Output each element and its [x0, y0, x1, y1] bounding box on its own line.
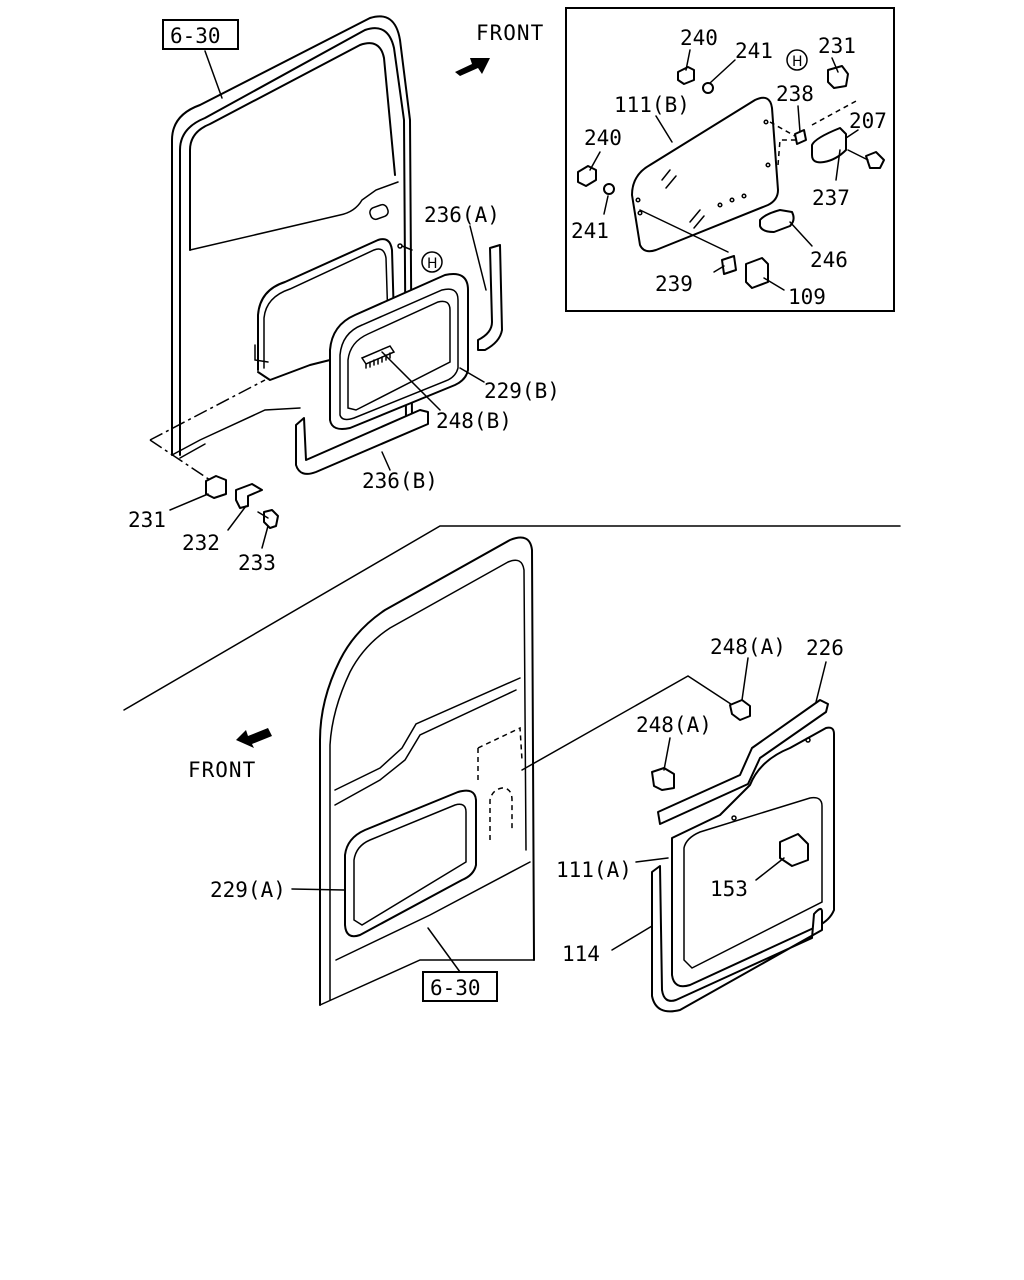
- callout-239: 239: [655, 272, 693, 296]
- window-frame-229b: [329, 273, 469, 430]
- callout-236a: 236(A): [424, 203, 500, 227]
- callout-237: 237: [812, 186, 850, 210]
- reference-box-bottom: 6-30: [422, 971, 498, 1002]
- front-indicator-top: FRONT: [455, 21, 544, 76]
- callout-111a: 111(A): [556, 858, 632, 882]
- rear-door-top: [149, 15, 413, 481]
- callout-240-top: 240: [680, 26, 718, 50]
- reference-label-top: 6-30: [170, 24, 221, 48]
- callout-236b: 236(B): [362, 469, 438, 493]
- reference-box-top: 6-30: [162, 19, 239, 99]
- rear-door-bottom: [123, 525, 901, 1006]
- callout-226: 226: [806, 636, 844, 660]
- callout-233: 233: [238, 551, 276, 575]
- callout-114: 114: [562, 942, 600, 966]
- callout-238: 238: [776, 82, 814, 106]
- callout-229a: 229(A): [210, 878, 286, 902]
- reference-label-bottom: 6-30: [430, 976, 481, 1000]
- front-label-bottom: FRONT: [188, 758, 256, 782]
- front-arrow-top-icon: [455, 58, 490, 76]
- callout-labels: 240 241 231 111(B) 238 207 240 237 241 2…: [128, 26, 887, 966]
- trim-236a: [477, 244, 503, 351]
- callout-232: 232: [182, 531, 220, 555]
- h-marker-inset-label: H: [792, 54, 803, 70]
- callout-153: 153: [710, 877, 748, 901]
- front-indicator-bottom: FRONT: [188, 728, 272, 782]
- callout-111b: 111(B): [614, 93, 690, 117]
- callout-229b: 229(B): [484, 379, 560, 403]
- glass-assembly-bottom: [651, 699, 835, 1013]
- callout-241-top: 241: [735, 39, 773, 63]
- callout-231: 231: [128, 508, 166, 532]
- callout-241-mid: 241: [571, 219, 609, 243]
- callout-248a-upper: 248(A): [710, 635, 786, 659]
- leader-lines: [169, 49, 859, 951]
- front-arrow-bottom-icon: [236, 728, 272, 748]
- callout-207: 207: [849, 109, 887, 133]
- h-marker-door: H: [421, 251, 443, 273]
- trim-236b: [295, 409, 429, 475]
- fasteners-left: [205, 475, 279, 529]
- callout-248b: 248(B): [436, 409, 512, 433]
- detail-inset: H: [565, 7, 895, 312]
- front-label-top: FRONT: [476, 21, 544, 45]
- callout-246: 246: [810, 248, 848, 272]
- h-marker-door-label: H: [427, 256, 438, 272]
- callout-231-inset: 231: [818, 34, 856, 58]
- callout-240-mid: 240: [584, 126, 622, 150]
- callout-248a-lower: 248(A): [636, 713, 712, 737]
- callout-109: 109: [788, 285, 826, 309]
